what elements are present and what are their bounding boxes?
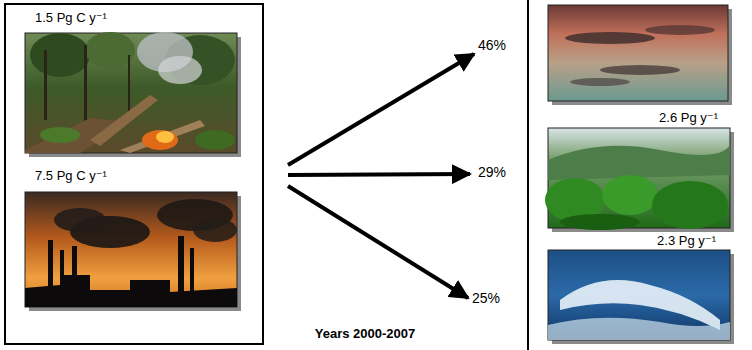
atmosphere-photo [548,5,732,105]
photo-card: 1.5 Pg C y⁻¹ [25,6,237,153]
deforestation-photo [25,32,241,157]
percentage-label: 29% [478,164,506,180]
flux-label: 7.5 Pg C y⁻¹ [35,168,107,184]
photo-card: 7.5 Pg C y⁻¹ [25,164,237,307]
source-panel [5,4,263,344]
flow-arrows [288,54,474,298]
divider-line [527,0,529,350]
photo-card: 2.3 Pg y⁻¹ [548,229,730,340]
flux-label: 2.6 Pg y⁻¹ [659,110,718,126]
photo-card: 2.6 Pg y⁻¹ [548,106,730,228]
forest-photo [545,128,734,232]
factory-photo [25,192,241,311]
period-label: Years 2000-2007 [315,326,415,342]
percentage-label: 46% [478,37,506,53]
percentage-label: 25% [472,290,500,306]
flux-label: 2.3 Pg y⁻¹ [657,233,716,249]
flux-label: 1.5 Pg C y⁻¹ [35,10,107,26]
ocean-photo [548,250,734,344]
